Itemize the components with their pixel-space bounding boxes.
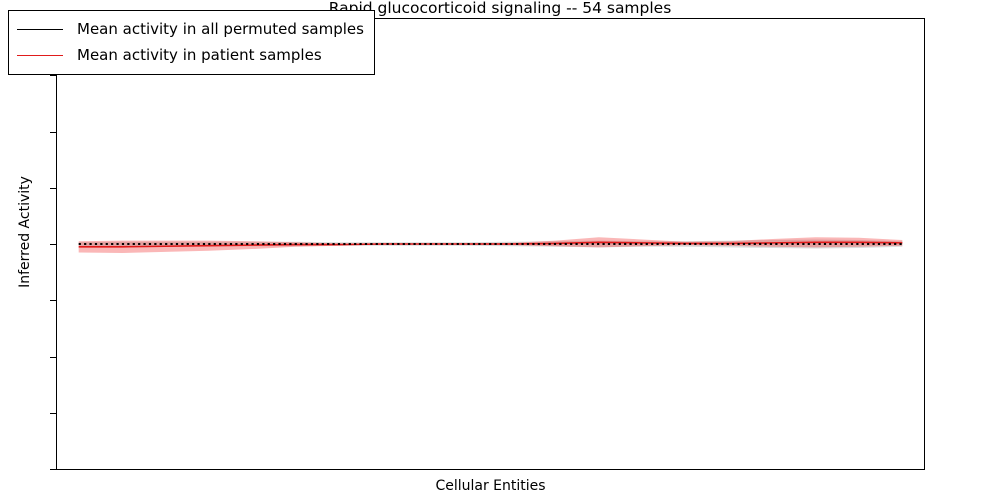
y-axis-label: Inferred Activity bbox=[17, 176, 33, 288]
series-lines bbox=[78, 237, 903, 253]
y-tick-mark bbox=[50, 187, 56, 189]
x-axis-label: Cellular Entities bbox=[435, 478, 546, 494]
y-tick-mark bbox=[50, 131, 56, 133]
y-tick-mark bbox=[50, 412, 56, 414]
chart-title: Rapid glucocorticoid signaling -- 54 sam… bbox=[328, 0, 672, 17]
y-tick-mark bbox=[50, 75, 56, 77]
legend-line-swatch-permuted bbox=[17, 28, 63, 30]
legend-line-swatch-patient bbox=[17, 54, 63, 56]
plot-area bbox=[56, 18, 925, 470]
y-tick-mark bbox=[50, 244, 56, 245]
chart-legend: Mean activity in all permuted samples Me… bbox=[8, 10, 375, 75]
y-tick-mark bbox=[50, 356, 56, 358]
y-tick-mark bbox=[50, 469, 56, 470]
legend-label-permuted: Mean activity in all permuted samples bbox=[77, 20, 364, 38]
legend-entry-patient: Mean activity in patient samples bbox=[17, 42, 364, 68]
y-tick-mark bbox=[50, 300, 56, 302]
legend-entry-permuted: Mean activity in all permuted samples bbox=[17, 16, 364, 42]
legend-label-patient: Mean activity in patient samples bbox=[77, 46, 322, 64]
